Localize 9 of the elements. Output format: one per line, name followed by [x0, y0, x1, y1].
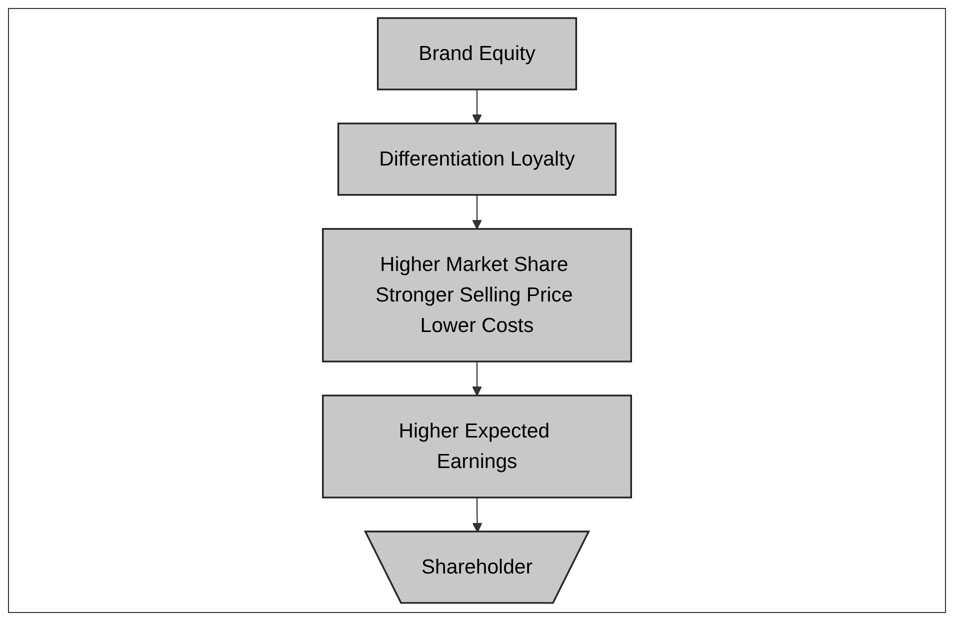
diagram-frame: Brand Equity Differentiation Loyalty Higher Market Share Stronger Selling Price Lower Costs Higher Expected Earnings Shareholder: [8, 8, 946, 613]
arrow: [472, 498, 482, 533]
arrow: [472, 194, 482, 230]
node-box: [376, 17, 578, 90]
arrow: [472, 362, 482, 396]
node-box: [337, 122, 617, 196]
node-box: [322, 228, 632, 362]
arrow: [472, 89, 482, 124]
node-box: [322, 394, 632, 498]
